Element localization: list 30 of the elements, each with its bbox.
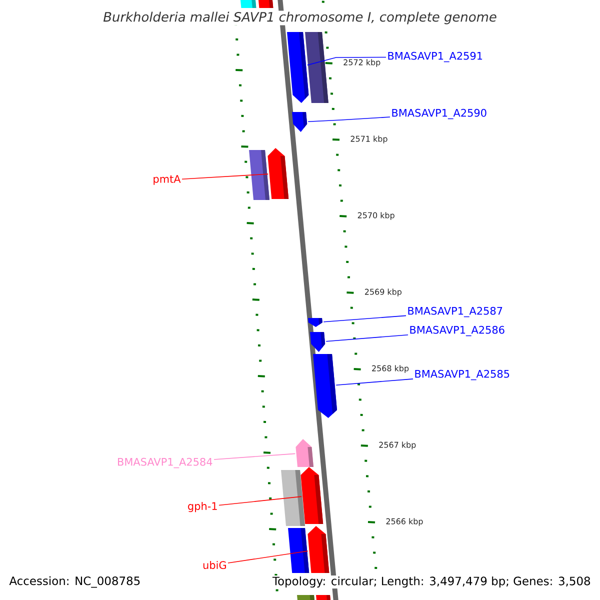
- title: Burkholderia mallei SAVP1 chromosome I, complete genome: [102, 10, 498, 26]
- gene-label: gph-1: [188, 502, 217, 512]
- leader-line: [218, 496, 302, 506]
- gene-feature: [308, 318, 322, 327]
- gene-feature: [296, 439, 314, 467]
- leader-line: [307, 56, 386, 66]
- leader-line: [308, 116, 390, 122]
- leader-line: [336, 378, 414, 386]
- gene-label: BMASAVP1_A2584: [118, 458, 212, 468]
- gene-label: BMASAVP1_A2586: [410, 326, 504, 336]
- gene-feature: [308, 526, 330, 573]
- gene-label: BMASAVP1_A2587: [408, 306, 502, 318]
- leader-line: [214, 453, 296, 460]
- leader-line: [228, 550, 308, 564]
- gene-label: BMASAVP1_A2590: [392, 108, 486, 120]
- leader-line: [182, 174, 268, 180]
- gene-feature: [287, 32, 309, 103]
- gene-label: BMASAVP1_A2585: [415, 370, 510, 380]
- gene-feature: [313, 354, 337, 418]
- gene-label: pmtA: [154, 175, 181, 185]
- accession-text: Accession: NC_008785: [9, 576, 140, 588]
- leader-line: [326, 334, 408, 342]
- gene-label: BMASAVP1_A2591: [388, 52, 482, 62]
- leader-line: [323, 315, 406, 322]
- gene-feature: [310, 332, 326, 352]
- genome-info-text: Topology: circular; Length: 3,497,479 bp; Genes: 3,508: [271, 575, 592, 589]
- gene-label: ubiG: [203, 560, 226, 570]
- gene-feature: [300, 467, 324, 524]
- gene-feature: [268, 148, 289, 199]
- gene-feature: [292, 112, 308, 132]
